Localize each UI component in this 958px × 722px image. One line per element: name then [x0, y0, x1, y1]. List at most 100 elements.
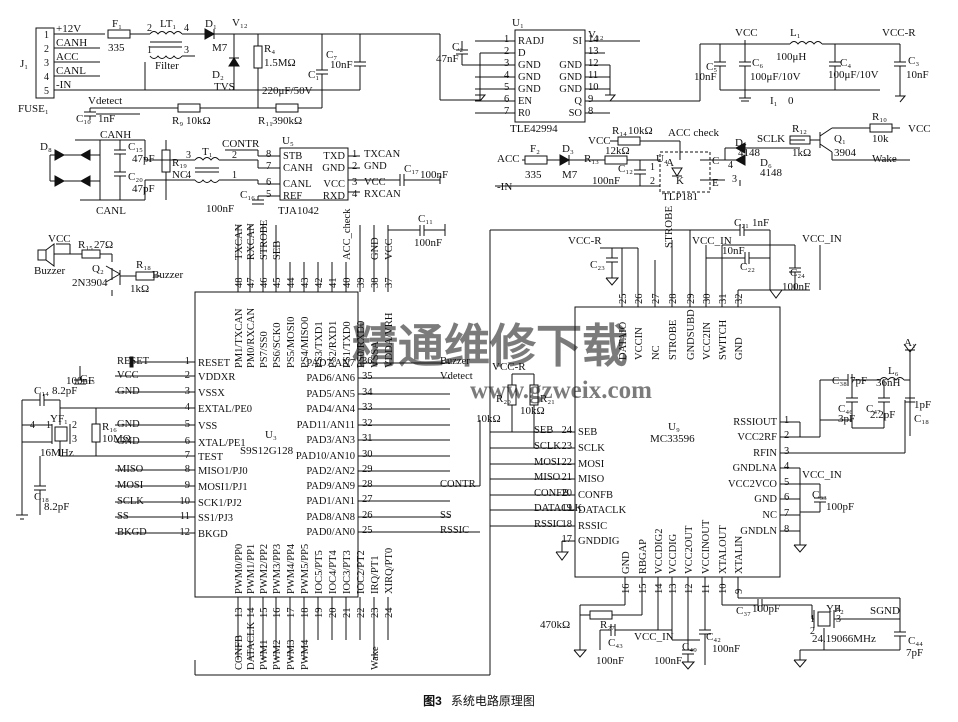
- u9-bottom-pin-number: 15: [638, 584, 649, 595]
- mcu-right-pin-name: PAD9/AN9: [306, 481, 355, 492]
- c37-ref: C₃₇: [736, 605, 751, 617]
- u1-right-pin-name: SI: [573, 36, 583, 47]
- u1-right-pin-name: GND: [559, 60, 582, 71]
- mcu-bottom-pin-name: PWM2/PP2: [259, 544, 270, 594]
- u5-left-pin-number: 7: [266, 161, 271, 172]
- r21-ref: R₂₁: [540, 393, 555, 405]
- canl-label: CANL: [96, 205, 126, 217]
- rx-vcc-in-3: VCC_IN: [802, 469, 842, 481]
- r19-ref: R₁₉: [172, 157, 187, 169]
- l1-value: 100μH: [776, 51, 806, 63]
- mcu-bottom-net-label: PWM1: [259, 640, 270, 670]
- c12-value: 100nF: [592, 175, 620, 187]
- mcu-left-pin-name: SCK1/PJ2: [198, 498, 242, 509]
- u5-left-pin-name: REF: [283, 191, 302, 202]
- c49-ref: C₄₉: [682, 641, 697, 653]
- r13-ref: R₁₃: [584, 153, 599, 165]
- u1-right-pin-name: SO: [569, 108, 583, 119]
- j1-pin-3: 3: [44, 58, 49, 69]
- c7-value: 10nF: [330, 59, 353, 71]
- mcu-top-pin-number: 41: [328, 278, 339, 289]
- c5-value: 10nF: [694, 71, 717, 83]
- r11-value: 390kΩ: [272, 115, 302, 127]
- u1-left-pin-number: 2: [504, 46, 509, 57]
- u9-top-pin-name: VCCIN: [634, 327, 645, 360]
- mcu-right-pin-number: 36: [362, 356, 373, 367]
- u9-top-pin-name: GND: [734, 337, 745, 360]
- yf2-pin3: 3: [836, 614, 841, 625]
- lt1-pin4: 4: [184, 23, 189, 34]
- u1-right-pin-number: 13: [588, 46, 599, 57]
- r14-ref: R₁₄: [612, 125, 627, 137]
- mcu-top-net-label: VCC: [384, 238, 395, 260]
- r9-value: 10kΩ: [186, 115, 211, 127]
- mcu-top-pin-number: 43: [300, 278, 311, 289]
- mcu-right-pin-name: PAD8/AN8: [306, 512, 355, 523]
- j1-pin-2: 2: [44, 44, 49, 55]
- r12-ref: R₁₂: [792, 123, 807, 135]
- c2-value: 47nF: [436, 53, 459, 65]
- u9-bottom-pin-number: 13: [668, 584, 679, 595]
- c2-ref: C₂: [452, 41, 463, 53]
- u9-top-pin-name: STROBE: [668, 320, 679, 360]
- u9-left-pin-name: GNDDIG: [578, 536, 620, 547]
- d8-ref: D₈: [40, 141, 52, 153]
- mcu-top-pin-number: 38: [370, 278, 381, 289]
- u9-left-pin-number: 20: [562, 488, 573, 499]
- mcu-bottom-pin-name: IOC4/PT4: [328, 549, 339, 594]
- c1-ref: C₁: [308, 69, 319, 81]
- mcu-top-pin-name: PS0/RXD0: [356, 321, 367, 368]
- yf2-ref: YF₂: [826, 603, 844, 615]
- u9-bottom-pin-name: XTALIN: [734, 535, 745, 574]
- mcu-bottom-pin-name: IRQ/PT1: [370, 555, 381, 594]
- mcu-left-pin-number: 12: [180, 527, 191, 538]
- c13-ref: C₁₃: [80, 373, 95, 385]
- u5-left-pin-number: 6: [266, 177, 271, 188]
- i1-ref: I₁: [770, 95, 778, 107]
- u9-bottom-pin-number: 11: [701, 584, 712, 594]
- u5-part: TJA1042: [278, 205, 319, 217]
- mcu-top-pin-name: PS4/MISO0: [300, 317, 311, 368]
- mcu-bottom-net-label: CONFB: [234, 635, 245, 670]
- u9-bottom-pin-number: 9: [734, 589, 745, 594]
- c15-ref: C₁₅: [128, 141, 143, 153]
- u5-ref: U₅: [282, 135, 294, 147]
- yf2-pin1: 1: [810, 614, 815, 625]
- r9-ref: R₉: [172, 115, 183, 127]
- u9-bottom-pin-number: 10: [718, 584, 729, 595]
- c6-value: 100μF/10V: [750, 71, 801, 83]
- u9-top-pin-number: 27: [651, 294, 662, 305]
- u9-left-net-label: MOSI: [534, 457, 561, 468]
- mcu-top-pin-name: PM1/TXCAN: [234, 308, 245, 368]
- mcu-right-pin-name: PAD11/AN11: [297, 420, 355, 431]
- c4-ref: C₄: [840, 57, 851, 69]
- u9-top-pin-number: 28: [668, 294, 679, 305]
- u1-left-pin-name: GND: [518, 72, 541, 83]
- c5-ref: C₅: [706, 61, 717, 73]
- canh-label: CANH: [100, 129, 131, 141]
- u1-left-pin-name: R0: [518, 108, 530, 119]
- r20-value: 10kΩ: [476, 413, 501, 425]
- mcu-left-pin-name: XTAL/PE1: [198, 438, 246, 449]
- u9-bottom-pin-name: VCCDIG2: [654, 528, 665, 574]
- mcu-top-pin-name: PS2/RXD1: [328, 321, 339, 368]
- u9-right-pin-number: 3: [784, 446, 789, 457]
- u1-right-pin-number: 12: [588, 58, 599, 69]
- mcu-right-pin-number: 34: [362, 387, 373, 398]
- c43-value: 100nF: [596, 655, 624, 667]
- mcu-top-net-label: SEB: [272, 241, 283, 260]
- sclk-label: SCLK: [757, 133, 785, 145]
- mcu-right-net-label: SS: [440, 510, 452, 521]
- c23-ref: C₂₃: [590, 259, 605, 271]
- d7-ref: D₇: [735, 137, 747, 149]
- u5-left-pin-number: 5: [266, 189, 271, 200]
- j1-pin-1: 1: [44, 30, 49, 41]
- l6-value: 36nH: [876, 377, 901, 389]
- u1-left-pin-number: 4: [504, 70, 510, 81]
- c7-ref: C₇: [326, 49, 337, 61]
- u9-bottom-pin-name: GND: [621, 551, 632, 574]
- mcu-top-pin-number: 42: [314, 278, 325, 289]
- yf1-pin4: 4: [30, 420, 35, 431]
- lt1-pin1: 1: [147, 45, 152, 56]
- lt1-ref: LT₁: [160, 18, 176, 30]
